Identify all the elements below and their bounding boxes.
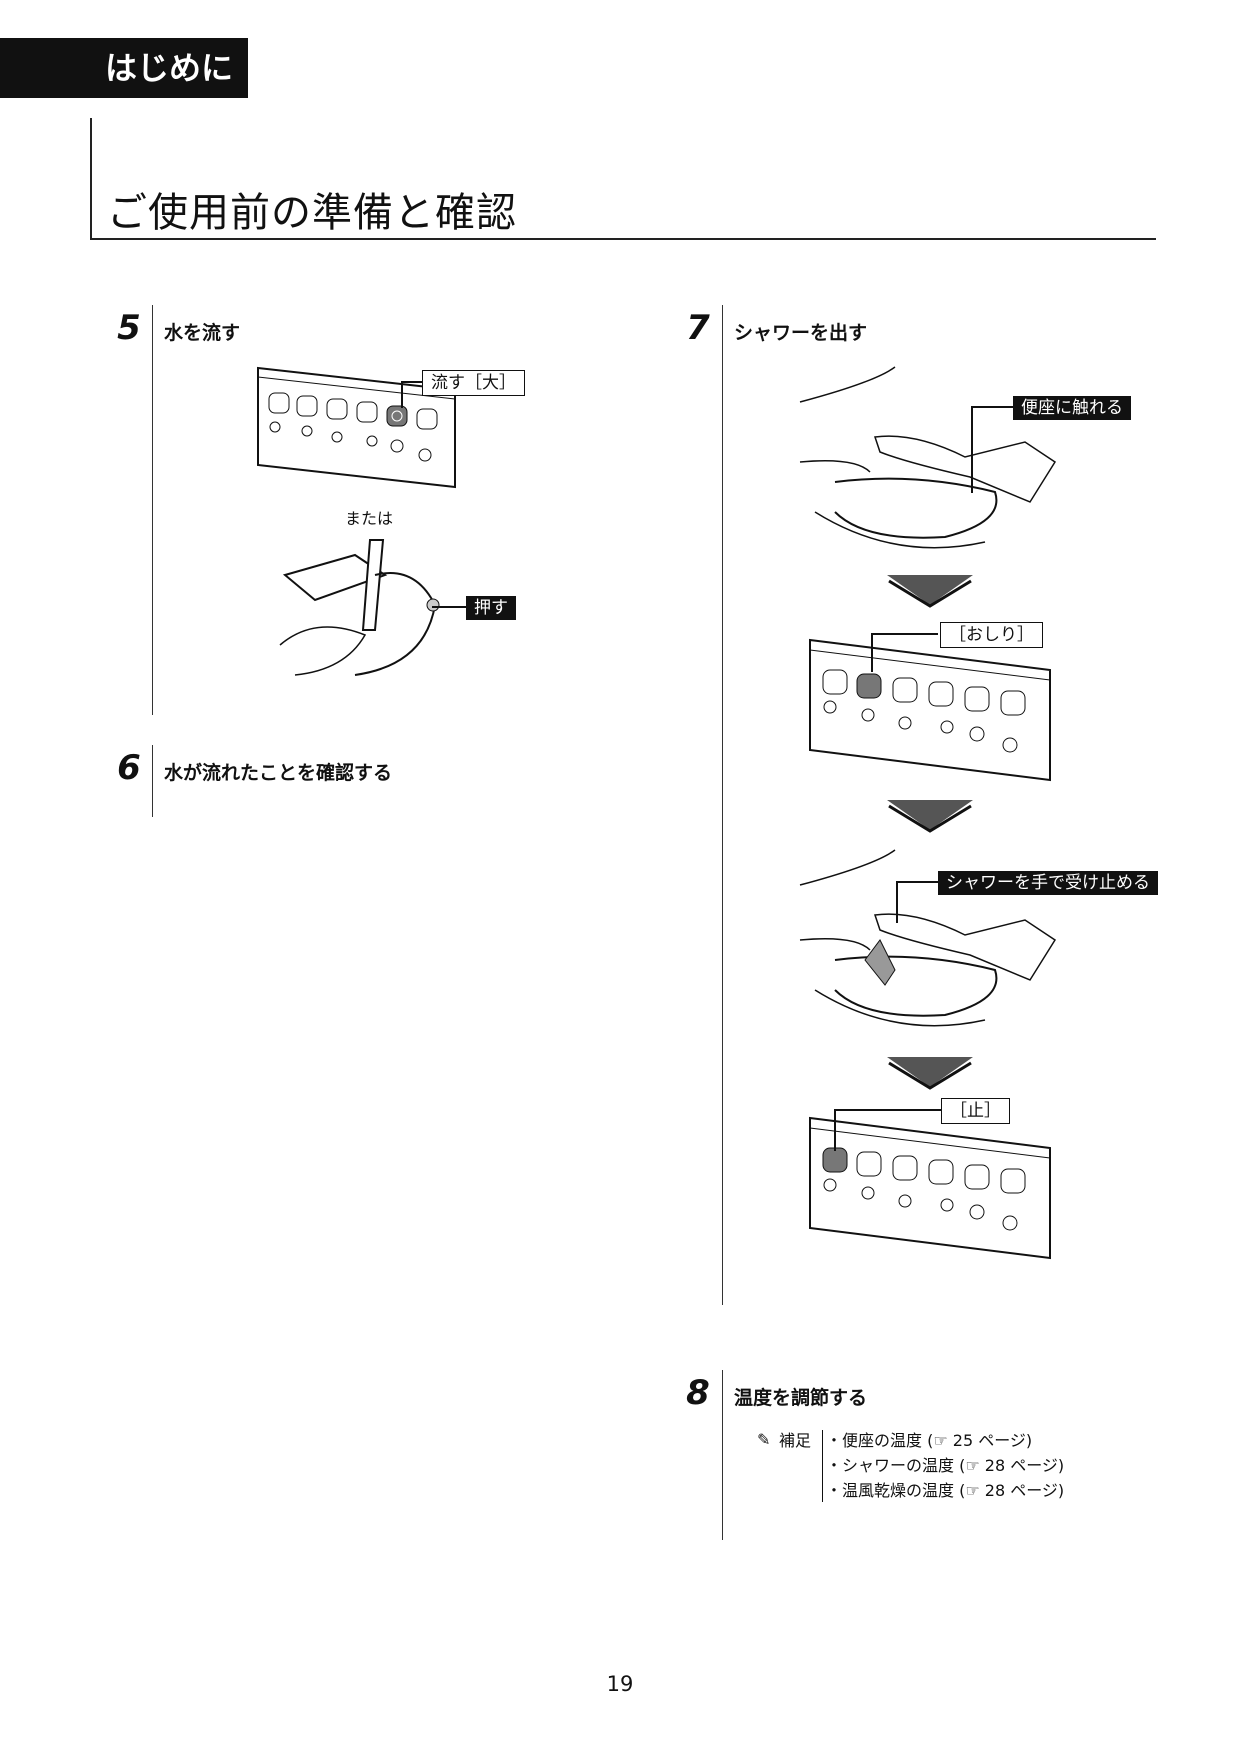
down-arrow-3 [887, 1057, 973, 1090]
hand-catching-shower-illustration [799, 849, 1057, 1027]
or-text: または [345, 509, 394, 528]
title-vertical-rule [90, 118, 92, 240]
step-5-title: 水を流す [164, 322, 241, 344]
stop-leader [834, 1109, 941, 1151]
supplement-note-2: ・シャワーの温度 (☞ 28 ページ) [826, 1456, 1065, 1475]
callout-oshiri: ［おしり］ [940, 622, 1043, 648]
step-7-number: 7 [686, 308, 710, 348]
step-6-number: 6 [117, 748, 141, 788]
step-7-title: シャワーを出す [734, 322, 868, 344]
step-8-title: 温度を調節する [734, 1387, 868, 1409]
supplement-label: 補足 [779, 1431, 812, 1450]
remote-oshiri-illustration [809, 638, 1051, 782]
step-8-rule [722, 1370, 723, 1540]
pencil-icon: ✎ [757, 1430, 771, 1449]
page-number: 19 [606, 1672, 634, 1696]
supplement-note-3: ・温風乾燥の温度 (☞ 28 ページ) [826, 1481, 1065, 1500]
page-title: ご使用前の準備と確認 [107, 190, 517, 236]
down-arrow-2 [887, 800, 973, 833]
hand-touching-seat-illustration [799, 366, 1057, 549]
callout-catch-shower: シャワーを手で受け止める [938, 871, 1158, 895]
supplement-note-1: ・便座の温度 (☞ 25 ページ) [826, 1431, 1033, 1450]
push-callout-leader [432, 606, 466, 608]
step-5-rule [152, 305, 153, 715]
section-tab: はじめに [0, 38, 248, 98]
callout-flush-large: 流す［大］ [422, 370, 525, 396]
toilet-side-lever-illustration [279, 539, 440, 676]
catch-shower-leader [896, 881, 938, 923]
remote-stop-illustration [809, 1116, 1051, 1260]
callout-push: 押す [466, 596, 516, 620]
step-5-number: 5 [117, 308, 141, 348]
callout-stop: ［止］ [941, 1098, 1010, 1124]
step-7-rule [722, 305, 723, 1305]
step-8-number: 8 [686, 1373, 710, 1413]
callout-touch-seat: 便座に触れる [1013, 396, 1131, 420]
step-6-title: 水が流れたことを確認する [164, 762, 393, 784]
down-arrow-1 [887, 575, 973, 608]
flush-callout-leader [401, 381, 422, 408]
remote-control-illustration [257, 366, 456, 489]
touch-seat-leader [971, 406, 1016, 493]
supplement-rule [822, 1430, 823, 1502]
oshiri-leader [871, 633, 938, 672]
title-horizontal-rule [90, 238, 1156, 240]
step-6-rule [152, 745, 153, 817]
